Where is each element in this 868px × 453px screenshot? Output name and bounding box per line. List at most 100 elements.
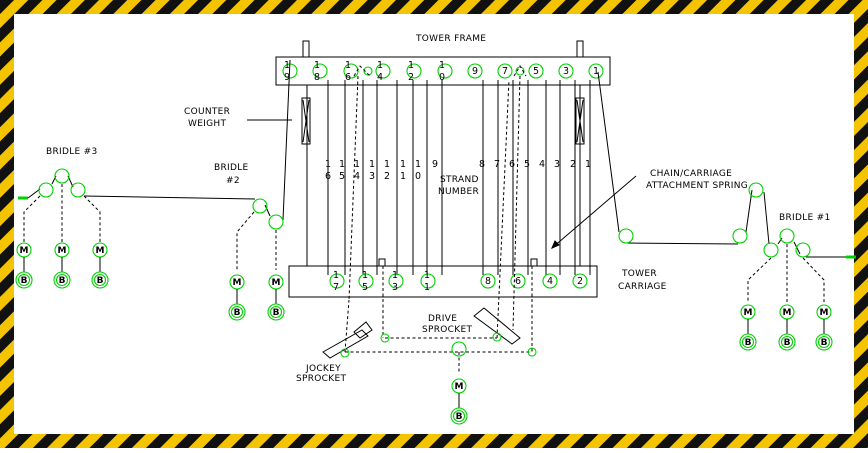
label-bridle-2-line2: #2 <box>226 176 240 186</box>
top-roller <box>312 63 328 79</box>
brake-symbol-inner <box>817 335 831 349</box>
label-bridle-3: BRIDLE #3 <box>46 147 98 157</box>
motor-label: M <box>96 246 105 256</box>
brake-label: B <box>784 338 791 348</box>
bottom-roller <box>510 273 526 289</box>
motor-label: M <box>272 278 281 288</box>
motor-label: M <box>20 246 29 256</box>
label-chain-line2: ATTACHMENT SPRING <box>646 181 748 191</box>
brake-label: B <box>21 276 28 286</box>
top-roller <box>406 63 422 79</box>
motor-label: M <box>820 308 829 318</box>
brake-label: B <box>234 308 241 318</box>
label-counter-weight-line2: WEIGHT <box>188 119 226 129</box>
motor-label: M <box>455 382 464 392</box>
label-tower-carriage-line2: CARRIAGE <box>618 282 667 292</box>
bottom-roller <box>572 273 588 289</box>
brake-symbol-inner <box>93 273 107 287</box>
label-jockey-sprocket-line2: SPROCKET <box>296 374 346 384</box>
bottom-roller <box>542 273 558 289</box>
motor-brake-unit: MB <box>53 242 71 289</box>
counter-weight-left <box>301 97 311 145</box>
brake-symbol-inner <box>741 335 755 349</box>
bottom-roller-number: 2 <box>577 276 583 287</box>
top-roller <box>558 63 574 79</box>
strand-number: 9 <box>432 159 438 170</box>
brake-symbol-inner <box>230 305 244 319</box>
brake-symbol-inner <box>452 409 466 423</box>
top-roller <box>497 63 513 79</box>
top-roller <box>467 63 483 79</box>
bottom-roller <box>329 273 345 289</box>
motor-brake-unit: MB <box>450 378 468 425</box>
label-bridle-1: BRIDLE #1 <box>779 213 831 223</box>
top-roller-number: 5 <box>533 66 539 77</box>
motor-brake-unit: MB <box>778 304 796 351</box>
top-roller-number: 1 <box>593 66 599 77</box>
top-idler-roller <box>363 66 373 76</box>
top-roller <box>437 63 453 79</box>
strand-number: 1 <box>585 159 591 170</box>
label-drive-sprocket-line1: DRIVE <box>428 314 457 324</box>
motor-label: M <box>783 308 792 318</box>
bottom-roller-number: 4 <box>547 276 553 287</box>
top-roller <box>588 63 604 79</box>
motor-brake-unit: MB <box>739 304 757 351</box>
top-roller-number: 3 <box>563 66 569 77</box>
motor-label: M <box>744 308 753 318</box>
label-drive-sprocket-line2: SPROCKET <box>422 325 472 335</box>
strand-number: 5 <box>524 159 530 170</box>
bottom-roller-number: 8 <box>485 276 491 287</box>
motor-brake-unit: MB <box>267 274 285 321</box>
brake-label: B <box>745 338 752 348</box>
label-counter-weight-line1: COUNTER <box>184 107 230 117</box>
carriage-attachment-left <box>378 258 386 267</box>
motor-brake-unit: MB <box>15 242 33 289</box>
motor-brake-unit: MB <box>815 304 833 351</box>
bottom-roller <box>420 273 436 289</box>
carriage-attachment-right <box>530 258 538 267</box>
top-roller <box>343 63 359 79</box>
motor-brake-unit: MB <box>228 274 246 321</box>
brake-label: B <box>97 276 104 286</box>
strand-number: 6 <box>509 159 515 170</box>
label-strand-number-line2: NUMBER <box>438 187 479 197</box>
bottom-roller <box>358 273 374 289</box>
top-roller <box>528 63 544 79</box>
label-tower-frame: TOWER FRAME <box>415 34 486 44</box>
strand-number: 2 <box>570 159 576 170</box>
strand-number: 3 <box>554 159 560 170</box>
label-bridle-2-line1: BRIDLE <box>214 163 249 173</box>
brake-symbol-inner <box>17 273 31 287</box>
brake-label: B <box>59 276 66 286</box>
strands <box>327 80 591 275</box>
label-tower-carriage-line1: TOWER <box>621 269 657 279</box>
jockey-sprocket <box>322 321 390 359</box>
label-jockey-sprocket-line1: JOCKEY <box>305 364 341 374</box>
brake-symbol-inner <box>269 305 283 319</box>
top-idler-roller <box>515 66 525 76</box>
brake-symbol-inner <box>780 335 794 349</box>
